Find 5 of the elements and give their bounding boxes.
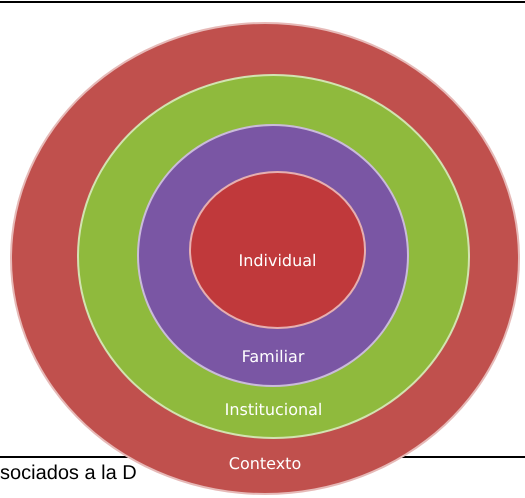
ring-label: Institucional xyxy=(224,400,322,419)
ring-label: Familiar xyxy=(242,347,304,366)
caption-text: sociados a la D xyxy=(0,462,137,485)
ring-label: Contexto xyxy=(228,454,302,473)
ring-label: Individual xyxy=(238,251,316,270)
